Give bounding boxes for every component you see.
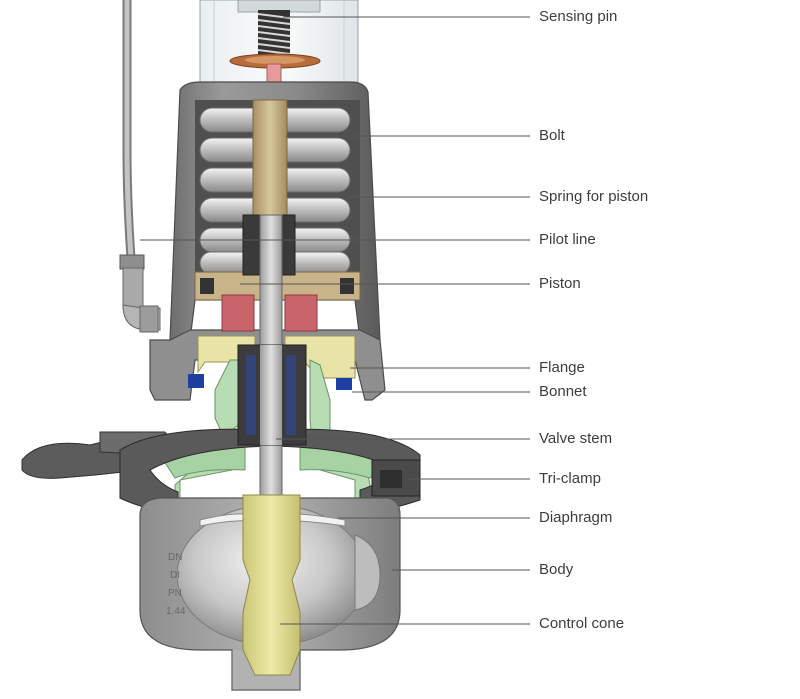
label-pilot-line: Pilot line [539, 231, 596, 248]
label-control-cone: Control cone [539, 615, 625, 632]
body-marking-4: 1.44 [166, 606, 186, 617]
body-markings: DN DI PN 1.44 [166, 552, 186, 617]
label-tri-clamp: Tri-clamp [539, 470, 601, 487]
label-spring-for-piston: Spring for piston [539, 188, 649, 205]
body-marking-2: DI [170, 570, 180, 581]
label-valve-stem: Valve stem [539, 430, 613, 447]
sensing-spring [257, 10, 291, 56]
pilot-line-tube [119, 0, 161, 333]
bolt [252, 99, 288, 226]
label-diaphragm: Diaphragm [539, 509, 613, 526]
leader-lines [140, 16, 530, 625]
body-marking-1: DN [168, 552, 182, 563]
label-bonnet: Bonnet [539, 383, 587, 400]
body-marking-3: PN [168, 588, 182, 599]
label-body: Body [539, 561, 574, 578]
control-cone [242, 494, 301, 676]
label-bolt: Bolt [539, 127, 565, 144]
piston-seal-right [284, 294, 318, 332]
label-sensing-pin: Sensing pin [539, 8, 618, 25]
piston-seal-left [221, 294, 255, 332]
label-piston: Piston [539, 275, 581, 292]
label-flange: Flange [539, 359, 585, 376]
tri-clamp [21, 428, 421, 516]
